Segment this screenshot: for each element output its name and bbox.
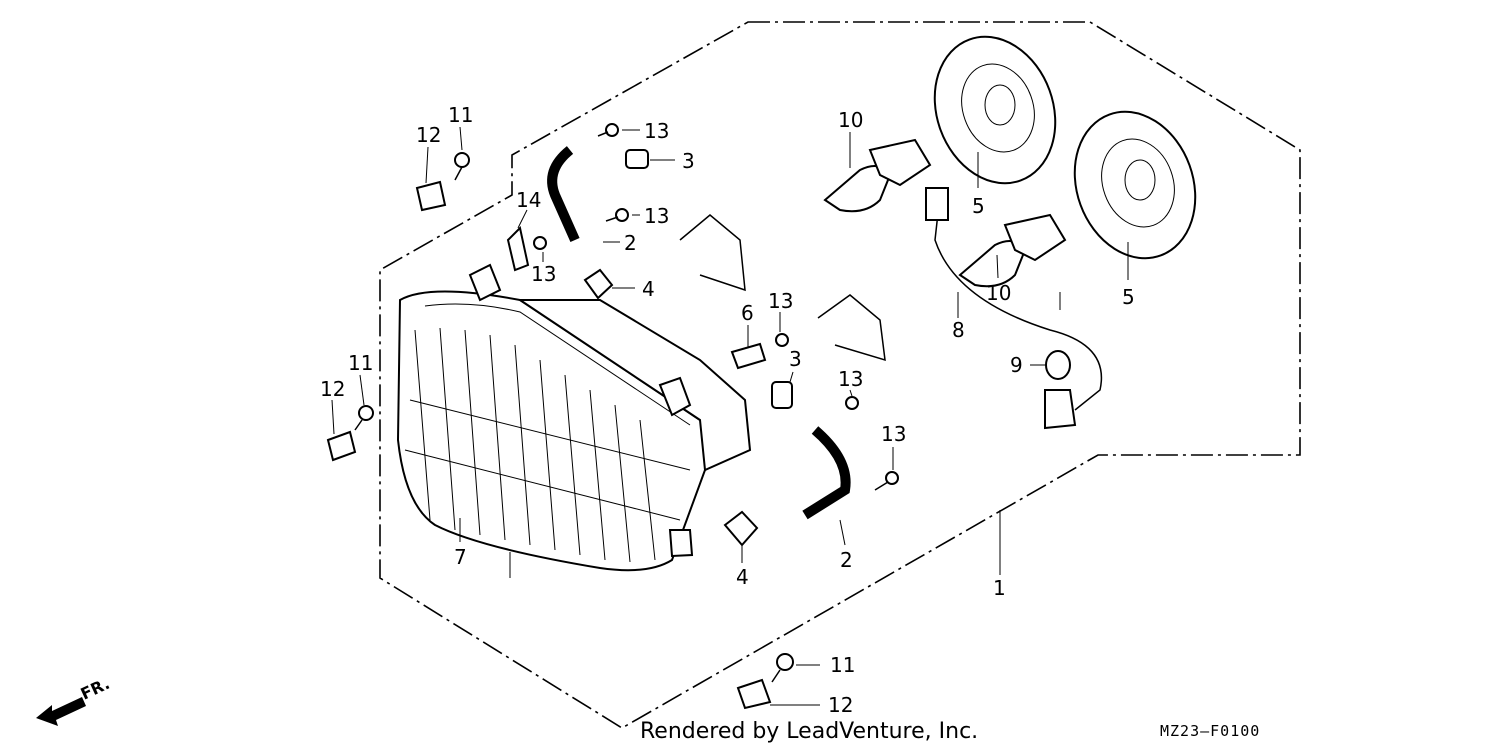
callout-11-upper: 11	[448, 103, 473, 127]
callout-5-upper: 5	[972, 194, 985, 218]
callout-14: 14	[516, 188, 541, 212]
adjusting-nut-3-b[interactable]	[771, 381, 793, 409]
callout-11-lower: 11	[830, 653, 855, 677]
bolt-11-b[interactable]	[354, 405, 374, 431]
front-direction-label: FR.	[78, 674, 113, 704]
callout-10-lower: 10	[986, 281, 1011, 305]
bolt-11-c[interactable]	[771, 653, 794, 683]
callout-2-lower: 2	[840, 548, 853, 572]
screw-13-c[interactable]	[533, 236, 547, 250]
callout-8: 8	[952, 318, 965, 342]
adjuster-wire-lower[interactable]	[802, 426, 851, 520]
callout-13-e: 13	[838, 367, 863, 391]
screw-13-d[interactable]	[775, 333, 789, 347]
stay-14[interactable]	[506, 225, 530, 272]
spring-clip-upper[interactable]	[679, 214, 746, 292]
dust-cover-lower[interactable]	[1055, 95, 1215, 276]
leader-lines	[331, 126, 1129, 706]
front-direction-arrow-icon	[36, 697, 86, 726]
callout-4-upper: 4	[642, 277, 655, 301]
adjusting-nut-3-a[interactable]	[625, 149, 649, 169]
callout-13-f: 13	[881, 422, 906, 446]
headlight-lens[interactable]	[396, 263, 752, 572]
adjuster-knob-4-a[interactable]	[583, 268, 614, 300]
callout-11-middle: 11	[348, 351, 373, 375]
callout-12-middle: 12	[320, 377, 345, 401]
callout-13-d: 13	[768, 289, 793, 313]
callout-5-lower: 5	[1122, 285, 1135, 309]
callout-3-lower: 3	[789, 347, 802, 371]
callout-4-lower: 4	[736, 565, 749, 589]
grommet-12-c[interactable]	[736, 678, 772, 710]
render-credit: Rendered by LeadVenture, Inc.	[640, 719, 978, 744]
headlight-bulb-upper[interactable]	[823, 138, 932, 213]
dust-cover-upper[interactable]	[915, 20, 1075, 201]
grommet-12-a[interactable]	[415, 180, 447, 212]
wire-harness[interactable]	[934, 194, 1103, 411]
callout-12-upper: 12	[416, 123, 441, 147]
screw-13-a[interactable]	[597, 123, 619, 137]
callout-3-upper: 3	[682, 149, 695, 173]
callout-9: 9	[1010, 353, 1023, 377]
headlight-bulb-lower[interactable]	[958, 213, 1067, 288]
screw-13-f[interactable]	[874, 471, 899, 491]
bolt-11-a[interactable]	[454, 152, 470, 181]
harness-connector[interactable]	[925, 187, 949, 221]
grommet-12-b[interactable]	[326, 430, 357, 462]
callout-13-a: 13	[644, 119, 669, 143]
callout-2-upper: 2	[624, 231, 637, 255]
callout-10-upper: 10	[838, 108, 863, 132]
assembly-boundary	[379, 21, 1301, 729]
bracket-6[interactable]	[730, 342, 767, 370]
adjuster-knob-4-b[interactable]	[723, 510, 759, 547]
diagram-code: MZ23–F0100	[1160, 722, 1260, 740]
screw-13-b[interactable]	[605, 208, 629, 222]
spring-clip-lower[interactable]	[817, 294, 886, 362]
callout-7: 7	[454, 545, 467, 569]
callout-6: 6	[741, 301, 754, 325]
callout-1: 1	[993, 576, 1006, 600]
screw-13-e[interactable]	[845, 396, 859, 410]
callout-13-c: 13	[531, 262, 556, 286]
adjuster-wire-upper[interactable]	[547, 146, 580, 243]
position-light-socket[interactable]	[1044, 350, 1077, 430]
callout-13-b: 13	[644, 204, 669, 228]
callout-12-lower: 12	[828, 693, 853, 717]
